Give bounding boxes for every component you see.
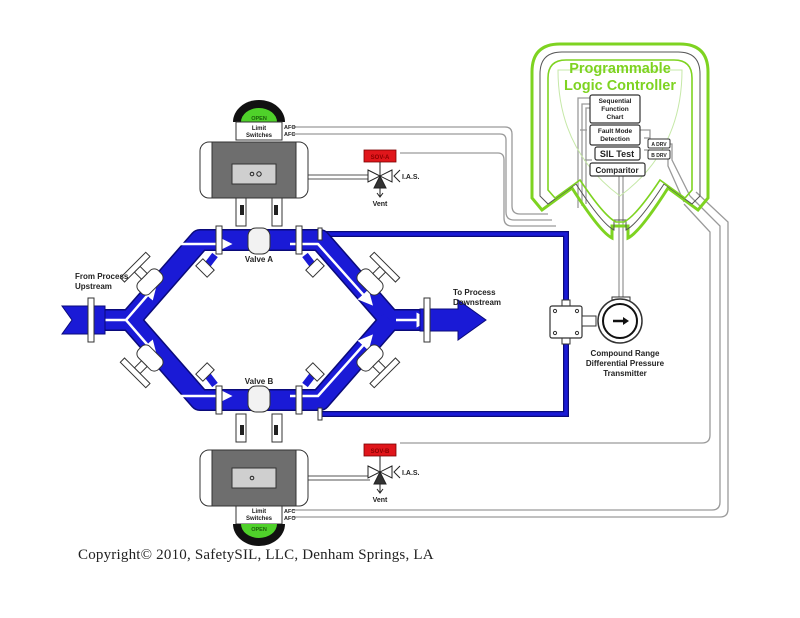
- sov-b-vent: Vent: [373, 497, 388, 504]
- actuator-a: OPEN Limit Switches AFO AFC: [199, 100, 309, 199]
- sov-b-tag: SOV-B: [371, 449, 390, 455]
- sov-b: SOV-B I.A.S. Vent: [363, 443, 420, 504]
- to-process-label-1: To Process: [453, 288, 496, 297]
- sov-a-tag: SOV-A: [371, 155, 390, 161]
- actuator-a-indicator: OPEN: [251, 116, 267, 122]
- valve-b-body: [235, 385, 283, 443]
- to-process-label-2: Downstream: [453, 298, 501, 307]
- dp-transmitter: [549, 296, 643, 345]
- pipe-flanges: [87, 225, 431, 421]
- fmd-label-2: Detection: [600, 136, 630, 143]
- actuator-b-limit-2: Switches: [246, 516, 273, 522]
- plc-enclosure: [530, 42, 710, 241]
- signal-wiring: [262, 97, 729, 518]
- sil-test-label: SIL Test: [600, 149, 634, 159]
- sov-a-vent: Vent: [373, 201, 388, 208]
- sov-a: SOV-A I.A.S. Vent: [363, 149, 420, 208]
- actuator-a-limit-1: Limit: [252, 126, 266, 132]
- valve-a-label: Valve A: [245, 255, 273, 264]
- a-drv-block: A DRV: [647, 138, 671, 149]
- actuator-b-indicator: OPEN: [251, 527, 267, 533]
- comparitor-label: Comparitor: [595, 166, 638, 175]
- b-drv-label: B DRV: [651, 153, 667, 159]
- plc-title-line2: Logic Controller: [564, 78, 676, 94]
- sil-test-block: SIL Test: [594, 146, 641, 161]
- transmitter-label-3: Transmitter: [603, 369, 647, 378]
- copyright-notice: Copyright© 2010, SafetySIL, LLC, Denham …: [78, 547, 434, 563]
- fault-mode-detection-block: Fault Mode Detection: [589, 124, 641, 146]
- sov-a-supply: I.A.S.: [402, 174, 420, 181]
- valve-b-label: Valve B: [245, 377, 274, 386]
- inlet-arrow: [61, 305, 106, 335]
- sfc-label-1: Sequential: [599, 98, 632, 105]
- fmd-label-1: Fault Mode: [598, 128, 633, 135]
- actuator-a-limit-2: Switches: [246, 133, 273, 139]
- a-drv-label: A DRV: [651, 142, 667, 148]
- sfc-block: Sequential Function Chart: [589, 94, 641, 124]
- from-process-label-1: From Process: [75, 272, 129, 281]
- actuator-b-signal-afc: AFC: [284, 509, 295, 515]
- actuator-a-signal-afo: AFO: [284, 125, 296, 131]
- sfc-label-3: Chart: [607, 114, 625, 121]
- actuator-a-signal-afc: AFC: [284, 132, 295, 138]
- sov-b-supply: I.A.S.: [402, 470, 420, 477]
- b-drv-block: B DRV: [647, 149, 671, 160]
- actuator-b-signal-afo: AFO: [284, 516, 296, 522]
- plc-title-line1: Programmable: [569, 61, 671, 77]
- transmitter-label-2: Differential Pressure: [586, 359, 665, 368]
- from-process-label-2: Upstream: [75, 282, 112, 291]
- main-piping: [100, 229, 440, 411]
- sfc-label-2: Function: [601, 106, 628, 113]
- impulse-line-loop: [320, 231, 569, 417]
- transmitter-label-1: Compound Range: [591, 349, 660, 358]
- actuator-b-limit-1: Limit: [252, 509, 266, 515]
- comparitor-block: Comparitor: [589, 162, 646, 177]
- actuator-b: Limit Switches AFC AFO OPEN: [199, 449, 309, 546]
